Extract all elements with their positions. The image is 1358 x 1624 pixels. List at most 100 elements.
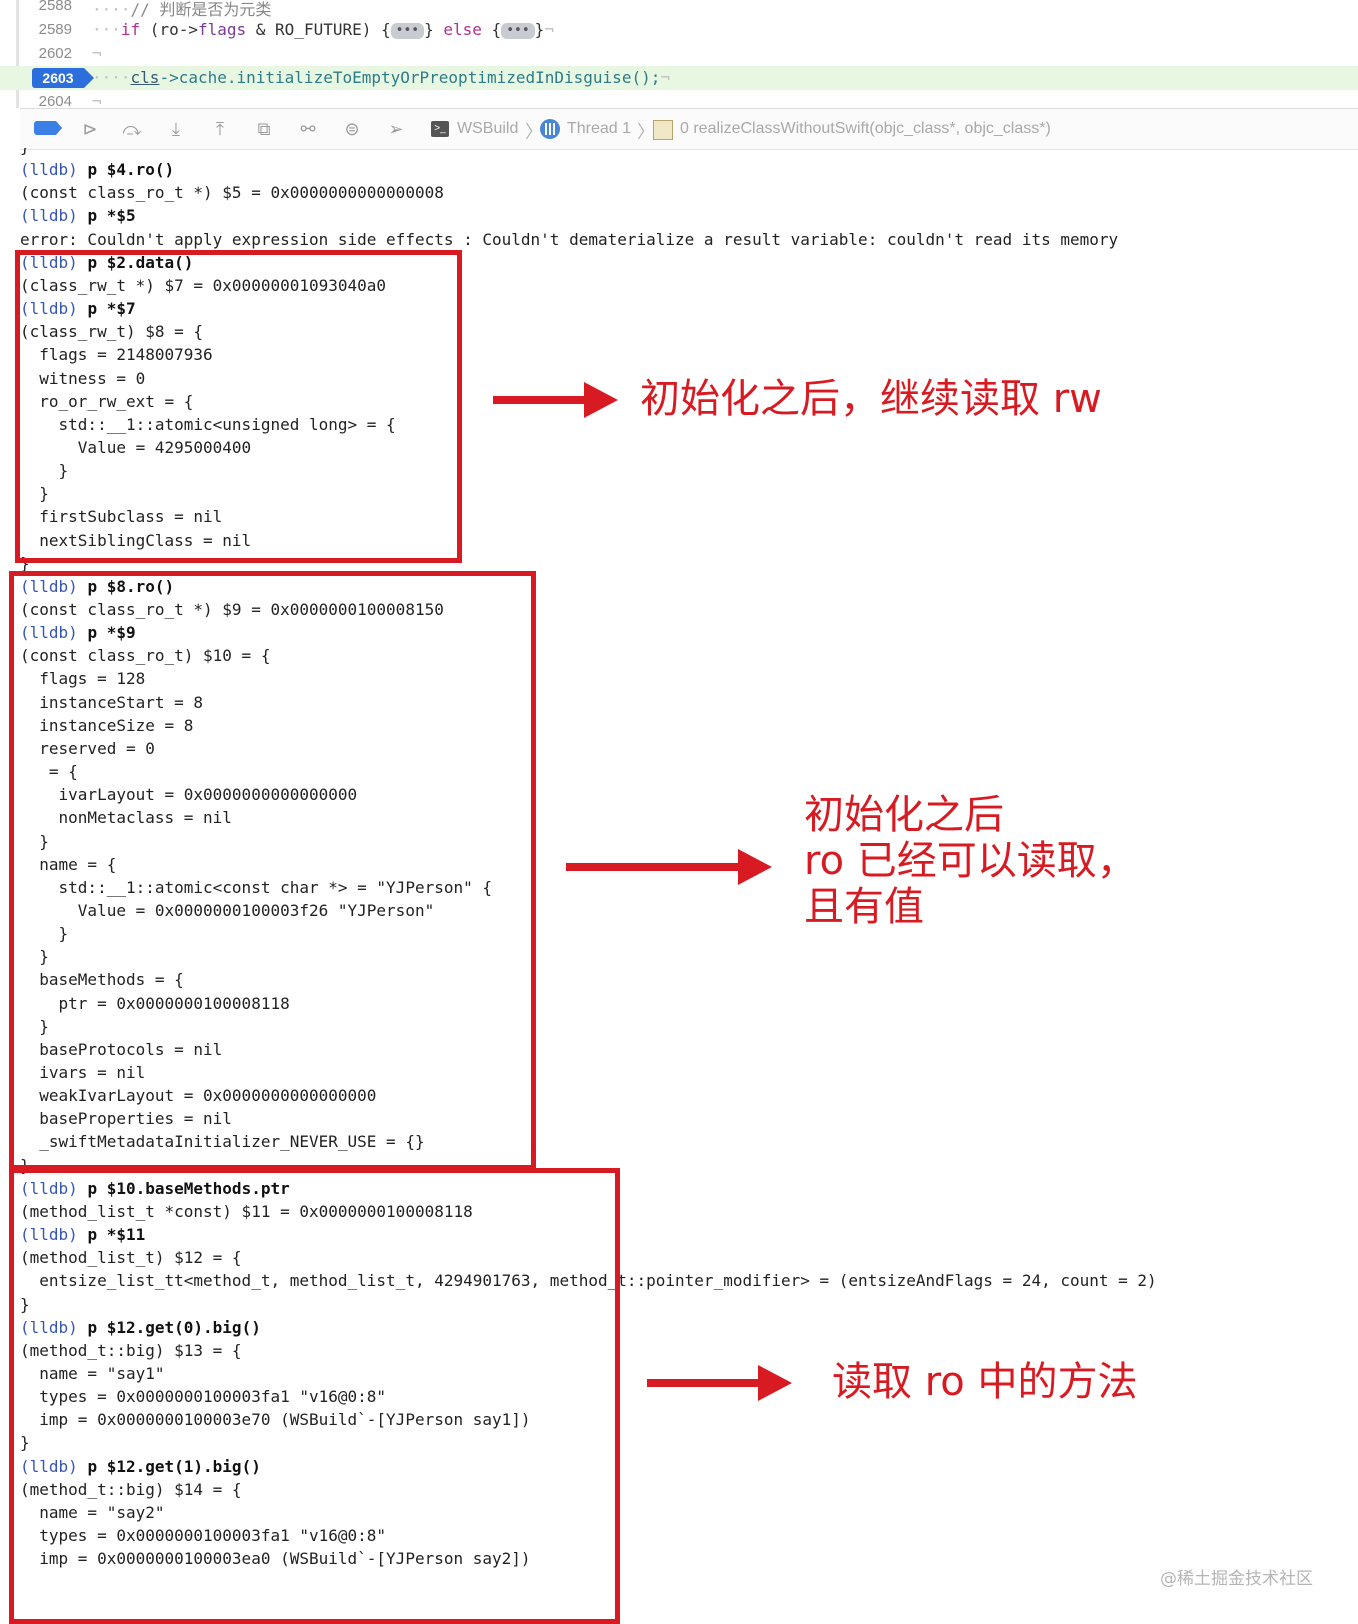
line-number: 2588: [38, 0, 72, 14]
breakpoints-toggle-icon[interactable]: [34, 121, 62, 135]
console-output-line: witness = 0: [20, 368, 146, 388]
annotation-ro: 初始化之后 ro 已经可以读取， 且有值: [804, 792, 1137, 930]
lldb-prompt: (lldb): [20, 252, 78, 272]
breadcrumb-frame[interactable]: 0 realizeClassWithoutSwift(objc_class*, …: [680, 120, 1051, 137]
console-output-line: entsize_list_tt<method_t, method_list_t,…: [20, 1271, 1157, 1291]
breadcrumb-target[interactable]: WSBuild: [457, 120, 519, 137]
console-output-line: (class_rw_t *) $7 = 0x00000001093040a0: [20, 275, 387, 295]
console-output-line: }: [20, 947, 49, 967]
code-if-statement: ···if (ro->flags & RO_FUTURE) {•••} else…: [92, 20, 554, 39]
console-output-line: ro_or_rw_ext = {: [20, 391, 194, 411]
debug-toolbar: ⊳ ⤼ ⤓ ⤒ ⧉ ⚯ ⊜ ➢ >_ WSBuild 〉 Thread 1 〉 …: [20, 108, 1358, 150]
environment-overrides-icon[interactable]: ⊜: [344, 119, 360, 139]
console-output-line: error: Couldn't apply expression side ef…: [20, 229, 1119, 249]
console-output-line: }: [20, 148, 30, 159]
console-output-line: std::__1::atomic<const char *> = "YJPers…: [20, 877, 493, 897]
console-output-line: types = 0x0000000100003fa1 "v16@0:8": [20, 1387, 387, 1407]
chevron-right-icon: 〉: [525, 122, 543, 142]
lldb-prompt: (lldb): [20, 1317, 78, 1337]
lldb-command-line: (lldb) p *$7: [20, 297, 136, 321]
lldb-command: p $12.get(0).big(): [87, 1317, 261, 1337]
lldb-command-line: (lldb) p $8.ro(): [20, 575, 174, 599]
arrow-rw: [493, 382, 618, 418]
highlight-box-ro: [9, 571, 536, 1170]
target-terminal-icon: >_: [431, 121, 449, 137]
lldb-prompt: (lldb): [20, 299, 78, 319]
highlight-box-rw: [15, 250, 462, 563]
step-into-icon[interactable]: ⤓: [172, 119, 180, 139]
breadcrumb-thread[interactable]: Thread 1: [567, 120, 632, 137]
editor-line[interactable]: 2602 ¬: [0, 42, 1358, 66]
console-output-line: ptr = 0x0000000100008118: [20, 993, 290, 1013]
lldb-prompt: (lldb): [20, 1225, 78, 1245]
view-hierarchy-icon[interactable]: ⧉: [257, 119, 271, 139]
console-output-line: = {: [20, 762, 78, 782]
console-output-line: (class_rw_t) $8 = {: [20, 322, 204, 342]
lldb-command: p *$11: [87, 1225, 146, 1245]
lldb-command: p *$7: [87, 299, 136, 319]
console-output-line: flags = 2148007936: [20, 345, 213, 365]
stack-frame-icon: [653, 120, 673, 140]
editor-line[interactable]: 2589 ···if (ro->flags & RO_FUTURE) {•••}…: [0, 18, 1358, 42]
folded-code-pill[interactable]: •••: [501, 23, 535, 39]
console-output-line: nextSiblingClass = nil: [20, 530, 252, 550]
lldb-command-line: (lldb) p *$5: [20, 204, 136, 228]
editor-line[interactable]: 2604 ¬: [0, 90, 1358, 108]
console-output-line: ivars = nil: [20, 1063, 146, 1082]
editor-gutter-edge: [16, 0, 19, 108]
lldb-command: p $8.ro(): [87, 576, 175, 596]
memory-graph-icon[interactable]: ⚯: [300, 119, 316, 139]
lldb-command: p $10.baseMethods.ptr: [87, 1178, 290, 1198]
console-output-line: name = {: [20, 854, 117, 874]
console-output-line: weakIvarLayout = 0x0000000000000000: [20, 1086, 377, 1106]
console-output-line: instanceSize = 8: [20, 715, 194, 735]
simulate-location-icon[interactable]: ➢: [388, 119, 404, 139]
lldb-prompt: (lldb): [20, 160, 78, 180]
console-output-line: types = 0x0000000100003fa1 "v16@0:8": [20, 1526, 387, 1545]
console-output-line: }: [20, 1294, 30, 1314]
console-output-line: (const class_ro_t *) $9 = 0x000000010000…: [20, 600, 444, 619]
console-output-line: }: [20, 1016, 49, 1036]
console-output-line: (method_t::big) $13 = {: [20, 1340, 242, 1360]
lldb-console[interactable]: }(lldb) p $4.ro()(const class_ro_t *) $5…: [0, 148, 1358, 1624]
thread-icon: [540, 119, 560, 139]
annotation-rw: 初始化之后，继续读取 rw: [640, 376, 1102, 422]
line-number: 2589: [38, 21, 72, 38]
step-over-icon[interactable]: ⤼: [122, 119, 142, 139]
console-output-line: }: [20, 831, 49, 851]
step-out-icon[interactable]: ⤒: [216, 119, 224, 139]
breakpoint-line-badge[interactable]: 2603: [32, 68, 94, 88]
current-editor-line[interactable]: 2603 ····cls->cache.initializeToEmptyOrP…: [0, 66, 1358, 90]
line-number: 2602: [38, 45, 72, 62]
annotation-methods: 读取 ro 中的方法: [832, 1359, 1138, 1405]
console-output-line: }: [20, 924, 69, 944]
lldb-prompt: (lldb): [20, 1178, 78, 1198]
console-output-line: }: [20, 461, 69, 481]
console-output-line: (method_list_t *const) $11 = 0x000000010…: [20, 1201, 473, 1221]
line-number: 2604: [38, 93, 72, 108]
console-output-line: std::__1::atomic<unsigned long> = {: [20, 414, 396, 434]
lldb-prompt: (lldb): [20, 206, 78, 226]
source-editor: 2588 ····// 判断是否为元类 2589 ···if (ro->flag…: [0, 0, 1358, 108]
lldb-command-line: (lldb) p $12.get(1).big(): [20, 1455, 261, 1479]
console-output-line: instanceStart = 8: [20, 692, 204, 712]
code-comment: ····// 判断是否为元类: [92, 0, 272, 19]
console-output-line: baseMethods = {: [20, 970, 184, 990]
lldb-command: p *$9: [87, 623, 136, 643]
continue-icon[interactable]: ⊳: [82, 119, 98, 139]
console-output-line: (const class_ro_t *) $5 = 0x000000000000…: [20, 183, 444, 203]
console-output-line: name = "say1": [20, 1363, 165, 1383]
console-output-line: }: [20, 484, 49, 504]
console-output-line: nonMetaclass = nil: [20, 808, 232, 828]
console-output-line: reserved = 0: [20, 738, 155, 758]
folded-code-pill[interactable]: •••: [390, 23, 425, 39]
console-output-line: }: [20, 1433, 30, 1453]
console-output-line: name = "say2": [20, 1502, 165, 1522]
arrow-ro: [566, 849, 772, 885]
chevron-right-icon: 〉: [637, 122, 655, 142]
lldb-command-line: (lldb) p *$9: [20, 621, 136, 645]
console-output-line: baseProperties = nil: [20, 1109, 232, 1129]
highlight-box-methods: [9, 1168, 620, 1624]
lldb-prompt: (lldb): [20, 1456, 78, 1476]
editor-line[interactable]: 2588 ····// 判断是否为元类: [0, 0, 1358, 19]
